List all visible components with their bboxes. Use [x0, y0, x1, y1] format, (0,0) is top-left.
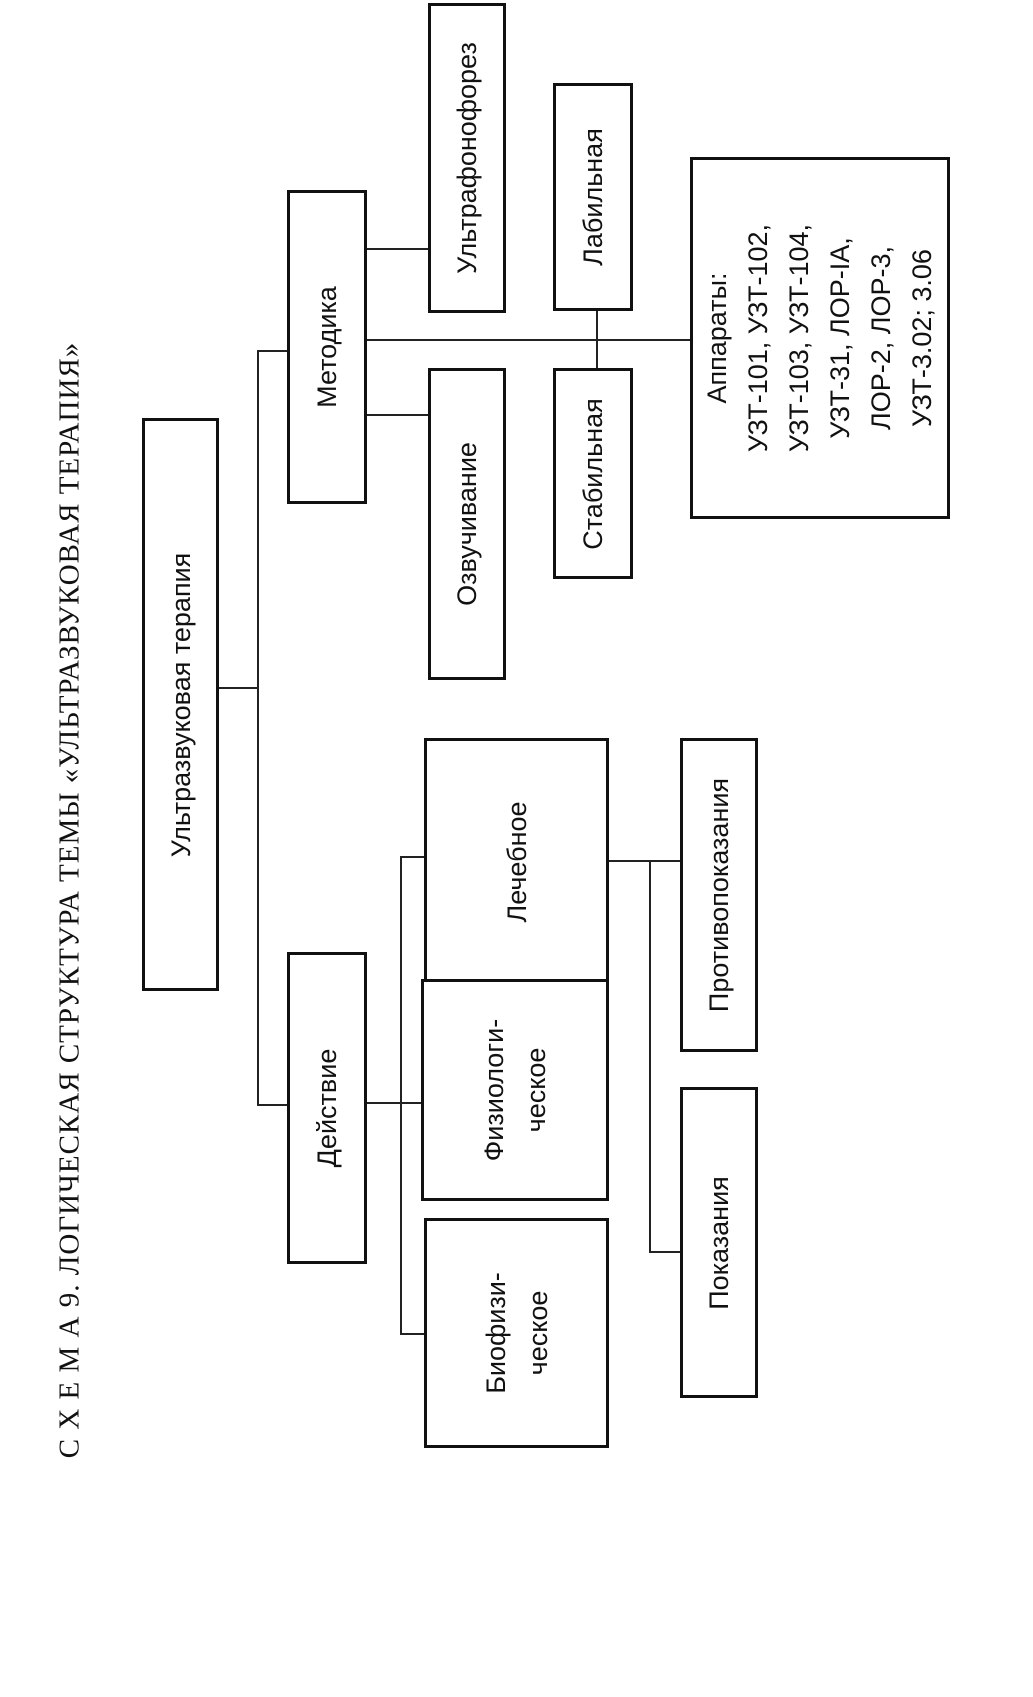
physio-label-line1: Физиологи- [479, 1018, 509, 1162]
therapeutic-box: Лечебное [424, 738, 609, 986]
method-label: Методика [312, 286, 342, 408]
contraindications-label: Противопоказания [704, 777, 734, 1013]
devices-heading: Аппараты: [702, 272, 732, 404]
connector [609, 860, 681, 862]
contraindications-box: Противопоказания [680, 738, 758, 1052]
connector [257, 1104, 287, 1106]
root-label: Ультразвуковая терапия [165, 552, 196, 857]
indications-box: Показания [680, 1087, 758, 1398]
stable-box: Стабильная [553, 368, 633, 579]
sonication-label: Озвучивание [452, 442, 482, 606]
connector [366, 414, 428, 416]
connector [366, 248, 428, 250]
connector [218, 687, 258, 689]
labile-box: Лабильная [553, 83, 633, 311]
physio-label-line2: ческое [521, 1047, 551, 1133]
connector [649, 860, 651, 1252]
physio-box: Физиологи- ческое [421, 979, 609, 1201]
connector [400, 1333, 426, 1335]
stable-label: Стабильная [578, 397, 608, 550]
devices-line: УЗТ-31, ЛОР-IA, [825, 237, 855, 439]
phonophoresis-label: Ультрафонофорез [452, 42, 482, 274]
connector [366, 1102, 401, 1104]
diagram-title: С Х Е М А 9. ЛОГИЧЕСКАЯ СТРУКТУРА ТЕМЫ «… [53, 341, 86, 1459]
devices-line: УЗТ-101, УЗТ-102, [743, 223, 773, 453]
connector [257, 350, 287, 352]
biophys-label-line1: Биофизи- [480, 1272, 511, 1394]
connector [257, 350, 259, 1105]
action-box: Действие [287, 952, 367, 1264]
method-box: Методика [287, 190, 367, 504]
connector [366, 339, 690, 341]
devices-line: УЗТ-3.02; 3.06 [907, 249, 937, 427]
action-label: Действие [312, 1048, 342, 1168]
connector [649, 1251, 680, 1253]
indications-label: Показания [704, 1175, 734, 1310]
labile-label: Лабильная [578, 128, 608, 266]
sonication-box: Озвучивание [428, 368, 506, 680]
devices-line: УЗТ-103, УЗТ-104, [784, 223, 814, 453]
therapeutic-label: Лечебное [501, 801, 532, 923]
connector [400, 856, 402, 1334]
root-box: Ультразвуковая терапия [142, 418, 219, 991]
biophys-label-line2: ческое [522, 1290, 553, 1376]
devices-box: Аппараты: УЗТ-101, УЗТ-102, УЗТ-103, УЗТ… [690, 157, 950, 519]
devices-line: ЛОР-2, ЛОР-3, [866, 246, 896, 430]
connector [596, 309, 598, 371]
phonophoresis-box: Ультрафонофорез [428, 3, 506, 313]
connector [400, 856, 426, 858]
biophys-box: Биофизи- ческое [424, 1218, 609, 1448]
connector [400, 1102, 423, 1104]
